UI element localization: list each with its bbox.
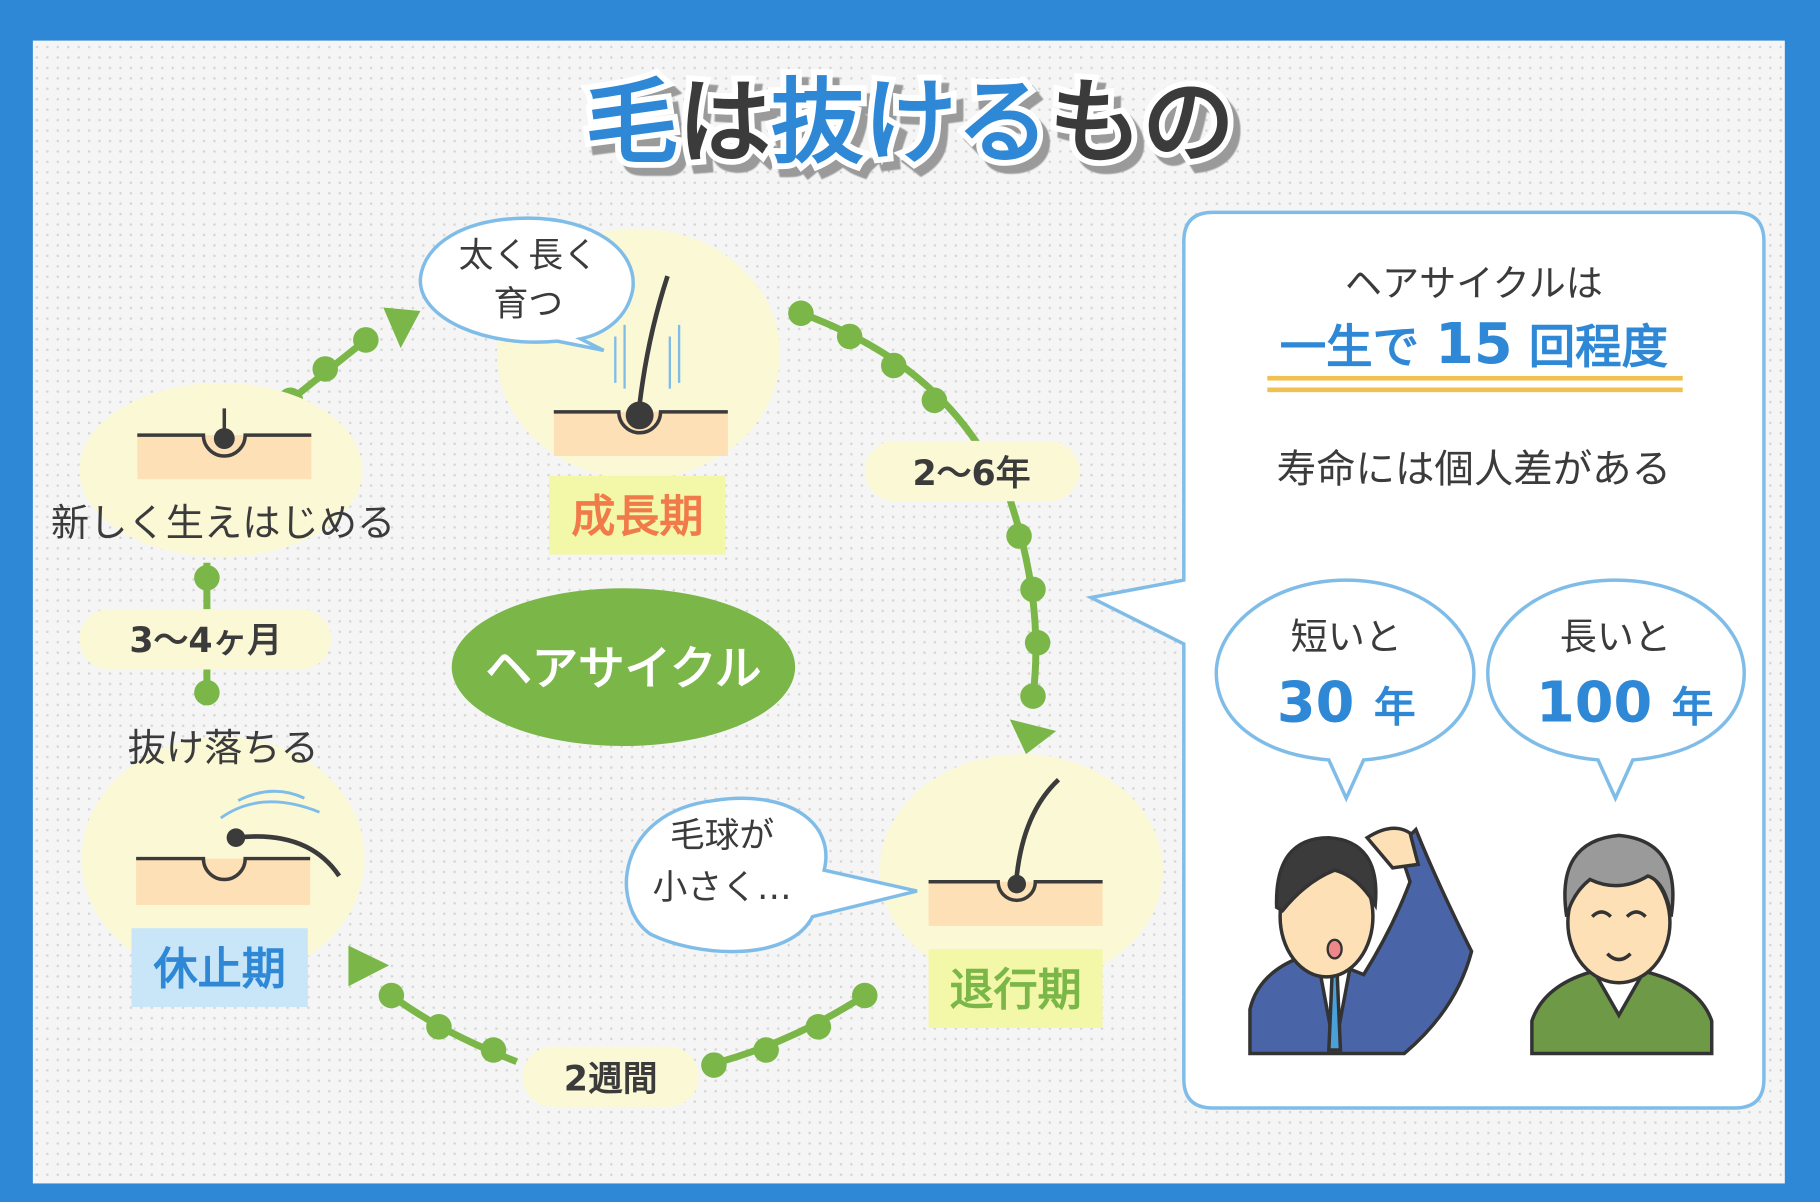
title-part: 抜ける xyxy=(771,68,1049,176)
young-man-illustration xyxy=(1248,826,1474,1056)
anagen-label: 成長期 xyxy=(571,491,703,542)
bubble-text: 毛球が xyxy=(670,816,774,856)
title-char-hair: 毛 xyxy=(585,68,678,176)
arrow-icon xyxy=(383,307,421,349)
duration-telogen: 3～4ヶ月 xyxy=(79,609,332,670)
long-value: 100 年 xyxy=(1536,671,1713,736)
stage-catagen: 退行期 毛球が 小さく… xyxy=(624,754,1163,1028)
telogen-caption: 抜け落ちる xyxy=(127,726,318,771)
stage-telogen: 抜け落ちる 休止期 xyxy=(81,726,365,1008)
anagen-speech-bubble: 太く長く 育つ xyxy=(418,216,635,353)
underline xyxy=(1267,375,1683,381)
elderly-man-illustration xyxy=(1530,833,1714,1056)
short-lifespan-bubble: 短いと 30 年 xyxy=(1214,578,1476,803)
panel-line2: 一生で 15 回程度 xyxy=(1280,312,1669,377)
panel-line3: 寿命には個人差がある xyxy=(1277,447,1671,493)
duration-text: 3～4ヶ月 xyxy=(129,621,282,661)
bubble-text: 小さく… xyxy=(652,868,791,908)
long-lifespan-bubble: 長いと 100 年 xyxy=(1486,578,1746,803)
stage-anagen: 成長期 太く長く 育つ xyxy=(418,216,781,555)
center-label: ヘアサイクル xyxy=(485,642,761,696)
new-growth-caption: 新しく生えはじめる xyxy=(51,501,395,546)
stage-new-growth: 新しく生えはじめる xyxy=(51,382,395,557)
arrow-icon xyxy=(348,945,390,987)
center-badge: ヘアサイクル xyxy=(451,588,796,747)
panel-line1: ヘアサイクルは xyxy=(1345,262,1603,305)
title-part: は xyxy=(678,68,771,176)
catagen-speech-bubble: 毛球が 小さく… xyxy=(624,796,918,954)
underline xyxy=(1267,387,1683,393)
catagen-label: 退行期 xyxy=(949,965,1081,1016)
short-label: 短いと xyxy=(1291,616,1402,659)
bubble-text: 育つ xyxy=(493,285,563,325)
bubble-text: 太く長く xyxy=(459,236,598,276)
duration-text: 2週間 xyxy=(564,1060,658,1100)
svg-text:毛は抜けるもの: 毛は抜けるもの xyxy=(585,68,1235,176)
info-panel: ヘアサイクルは 一生で 15 回程度 寿命には個人差がある 短いと 30 年 長… xyxy=(1085,210,1766,1110)
duration-text: 2～6年 xyxy=(912,454,1030,494)
duration-anagen: 2～6年 xyxy=(864,440,1080,502)
telogen-label: 休止期 xyxy=(153,944,286,995)
short-value: 30 年 xyxy=(1277,671,1416,736)
title-part: もの xyxy=(1049,68,1235,176)
duration-catagen: 2週間 xyxy=(522,1046,699,1107)
long-label: 長いと xyxy=(1560,616,1671,659)
page-title: 毛は抜けるもの xyxy=(579,63,1240,183)
